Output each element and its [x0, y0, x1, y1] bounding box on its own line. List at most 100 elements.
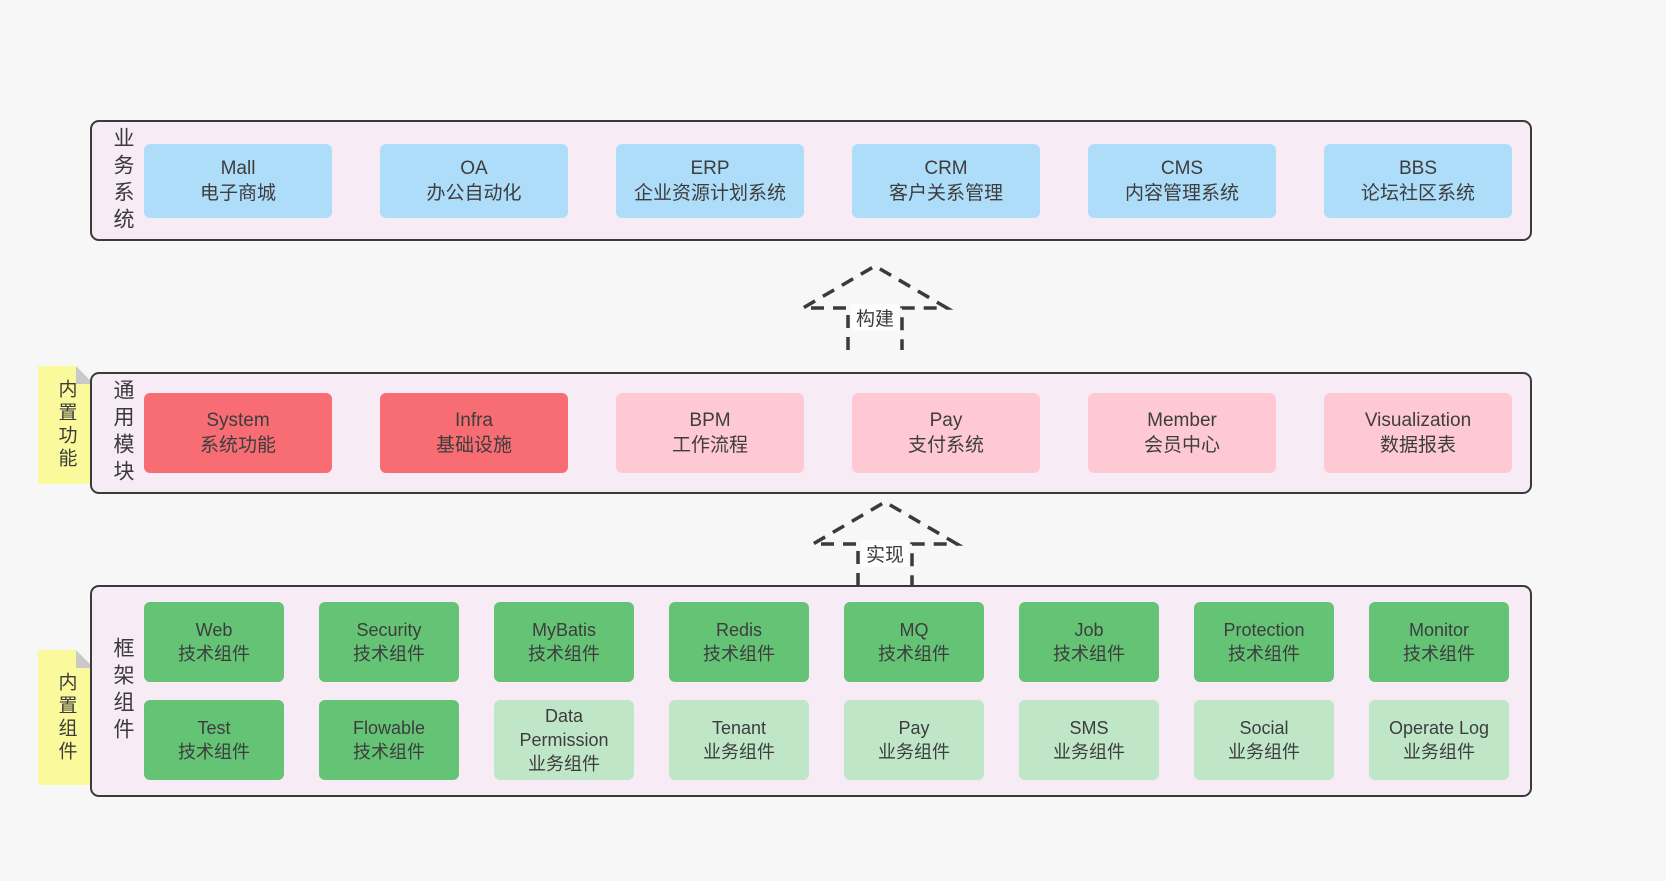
box-title: Pay — [898, 718, 930, 738]
box-title: Operate Log — [1388, 718, 1490, 738]
components-box-redis: Redis 技术组件 — [669, 602, 809, 682]
business-box-bbs: BBS 论坛社区系统 — [1324, 143, 1512, 218]
business-box-erp: ERP 企业资源计划系统 — [616, 143, 804, 218]
box-title: Redis — [715, 620, 763, 640]
box-subtitle: 业务组件 — [528, 754, 600, 774]
up-arrow-icon — [806, 500, 964, 586]
box-title: Mall — [220, 157, 256, 179]
box-subtitle: 基础设施 — [435, 435, 512, 456]
box-title: Web — [195, 620, 233, 640]
box-title: Member — [1147, 410, 1217, 431]
box-subtitle: 技术组件 — [1403, 644, 1475, 664]
box-title: ERP — [690, 157, 730, 179]
box-subtitle: 业务组件 — [1403, 742, 1475, 762]
modules-box-system: System 系统功能 — [144, 393, 332, 473]
sticky-label: 内置组件 — [55, 671, 77, 764]
components-box-mybatis: MyBatis 技术组件 — [494, 602, 634, 682]
box-row: Mall 电子商城 OA 办公自动化 ERP 企业资源计划系统 CRM 客户关系管理 CMS 内容… — [144, 143, 1530, 218]
components-box-data-permission: Data Permission 业务组件 — [494, 700, 634, 780]
components-box-protection: Protection 技术组件 — [1194, 602, 1334, 682]
components-box-flowable: Flowable 技术组件 — [319, 700, 459, 780]
components-box-mq: MQ 技术组件 — [844, 602, 984, 682]
build-arrow: 构建 — [795, 264, 955, 350]
box-subtitle: 内容管理系统 — [1124, 182, 1239, 204]
sticky-note-builtin-components: 内置组件 — [38, 650, 94, 785]
box-title: Data Permission — [519, 706, 609, 750]
modules-box-visualization: Visualization 数据报表 — [1324, 393, 1512, 473]
box-subtitle: 技术组件 — [353, 644, 425, 664]
business-box-crm: CRM 客户关系管理 — [852, 143, 1040, 218]
business-box-oa: OA 办公自动化 — [380, 143, 568, 218]
box-subtitle: 业务组件 — [703, 742, 775, 762]
box-title: SMS — [1069, 718, 1109, 738]
box-title: Pay — [929, 410, 963, 431]
box-title: Protection — [1223, 620, 1305, 640]
box-title: Job — [1074, 620, 1104, 640]
panel-side-label: 框架组件 — [111, 637, 134, 745]
panel-business-systems: 业务系统 Mall 电子商城 OA 办公自动化 ERP 企业资源计划系统 CRM 客户关系管理… — [90, 120, 1532, 241]
modules-box-pay: Pay 支付系统 — [852, 393, 1040, 473]
sticky-label: 内置功能 — [55, 379, 77, 471]
business-box-mall: Mall 电子商城 — [144, 143, 332, 218]
box-subtitle: 技术组件 — [878, 644, 950, 664]
panel-side-label: 业务系统 — [111, 126, 134, 235]
box-subtitle: 技术组件 — [528, 644, 600, 664]
box-subtitle: 支付系统 — [907, 435, 984, 456]
box-title: Visualization — [1364, 410, 1472, 431]
box-subtitle: 企业资源计划系统 — [633, 182, 786, 204]
components-box-operate-log: Operate Log 业务组件 — [1369, 700, 1509, 780]
box-title: System — [206, 410, 270, 431]
up-arrow-icon — [796, 264, 954, 350]
box-title: Social — [1239, 718, 1289, 738]
box-title: Monitor — [1408, 620, 1470, 640]
box-subtitle: 客户关系管理 — [888, 182, 1003, 204]
box-subtitle: 技术组件 — [1228, 644, 1300, 664]
box-subtitle: 系统功能 — [199, 435, 276, 456]
box-subtitle: 技术组件 — [703, 644, 775, 664]
modules-box-infra: Infra 基础设施 — [380, 393, 568, 473]
box-subtitle: 业务组件 — [878, 742, 950, 762]
box-subtitle: 会员中心 — [1143, 435, 1220, 456]
box-title: Flowable — [352, 718, 426, 738]
arrow-label: 构建 — [850, 304, 900, 331]
box-subtitle: 技术组件 — [178, 742, 250, 762]
box-title: OA — [460, 157, 488, 179]
components-box-security: Security 技术组件 — [319, 602, 459, 682]
components-box-tenant: Tenant 业务组件 — [669, 700, 809, 780]
box-title: BPM — [689, 410, 731, 431]
box-title: CRM — [924, 157, 968, 179]
components-box-monitor: Monitor 技术组件 — [1369, 602, 1509, 682]
box-subtitle: 技术组件 — [178, 644, 250, 664]
sticky-note-builtin-features: 内置功能 — [38, 366, 94, 484]
modules-box-bpm: BPM 工作流程 — [616, 393, 804, 473]
implement-arrow: 实现 — [805, 500, 965, 586]
box-title: Tenant — [711, 718, 767, 738]
business-box-cms: CMS 内容管理系统 — [1088, 143, 1276, 218]
components-box-pay: Pay 业务组件 — [844, 700, 984, 780]
box-title: CMS — [1160, 157, 1204, 179]
box-title: BBS — [1398, 157, 1438, 179]
box-title: MQ — [899, 620, 929, 640]
box-subtitle: 数据报表 — [1379, 435, 1456, 456]
box-subtitle: 电子商城 — [199, 182, 276, 204]
box-subtitle: 办公自动化 — [426, 182, 522, 204]
box-row: System 系统功能 Infra 基础设施 BPM 工作流程 Pay 支付系统 Member 会… — [144, 393, 1530, 473]
box-subtitle: 论坛社区系统 — [1360, 182, 1475, 204]
box-title: MyBatis — [531, 620, 596, 640]
components-box-web: Web 技术组件 — [144, 602, 284, 682]
box-subtitle: 工作流程 — [671, 435, 748, 456]
box-subtitle: 技术组件 — [353, 742, 425, 762]
box-title: Security — [356, 620, 422, 640]
box-title: Infra — [454, 410, 494, 431]
arrow-label: 实现 — [860, 540, 910, 567]
